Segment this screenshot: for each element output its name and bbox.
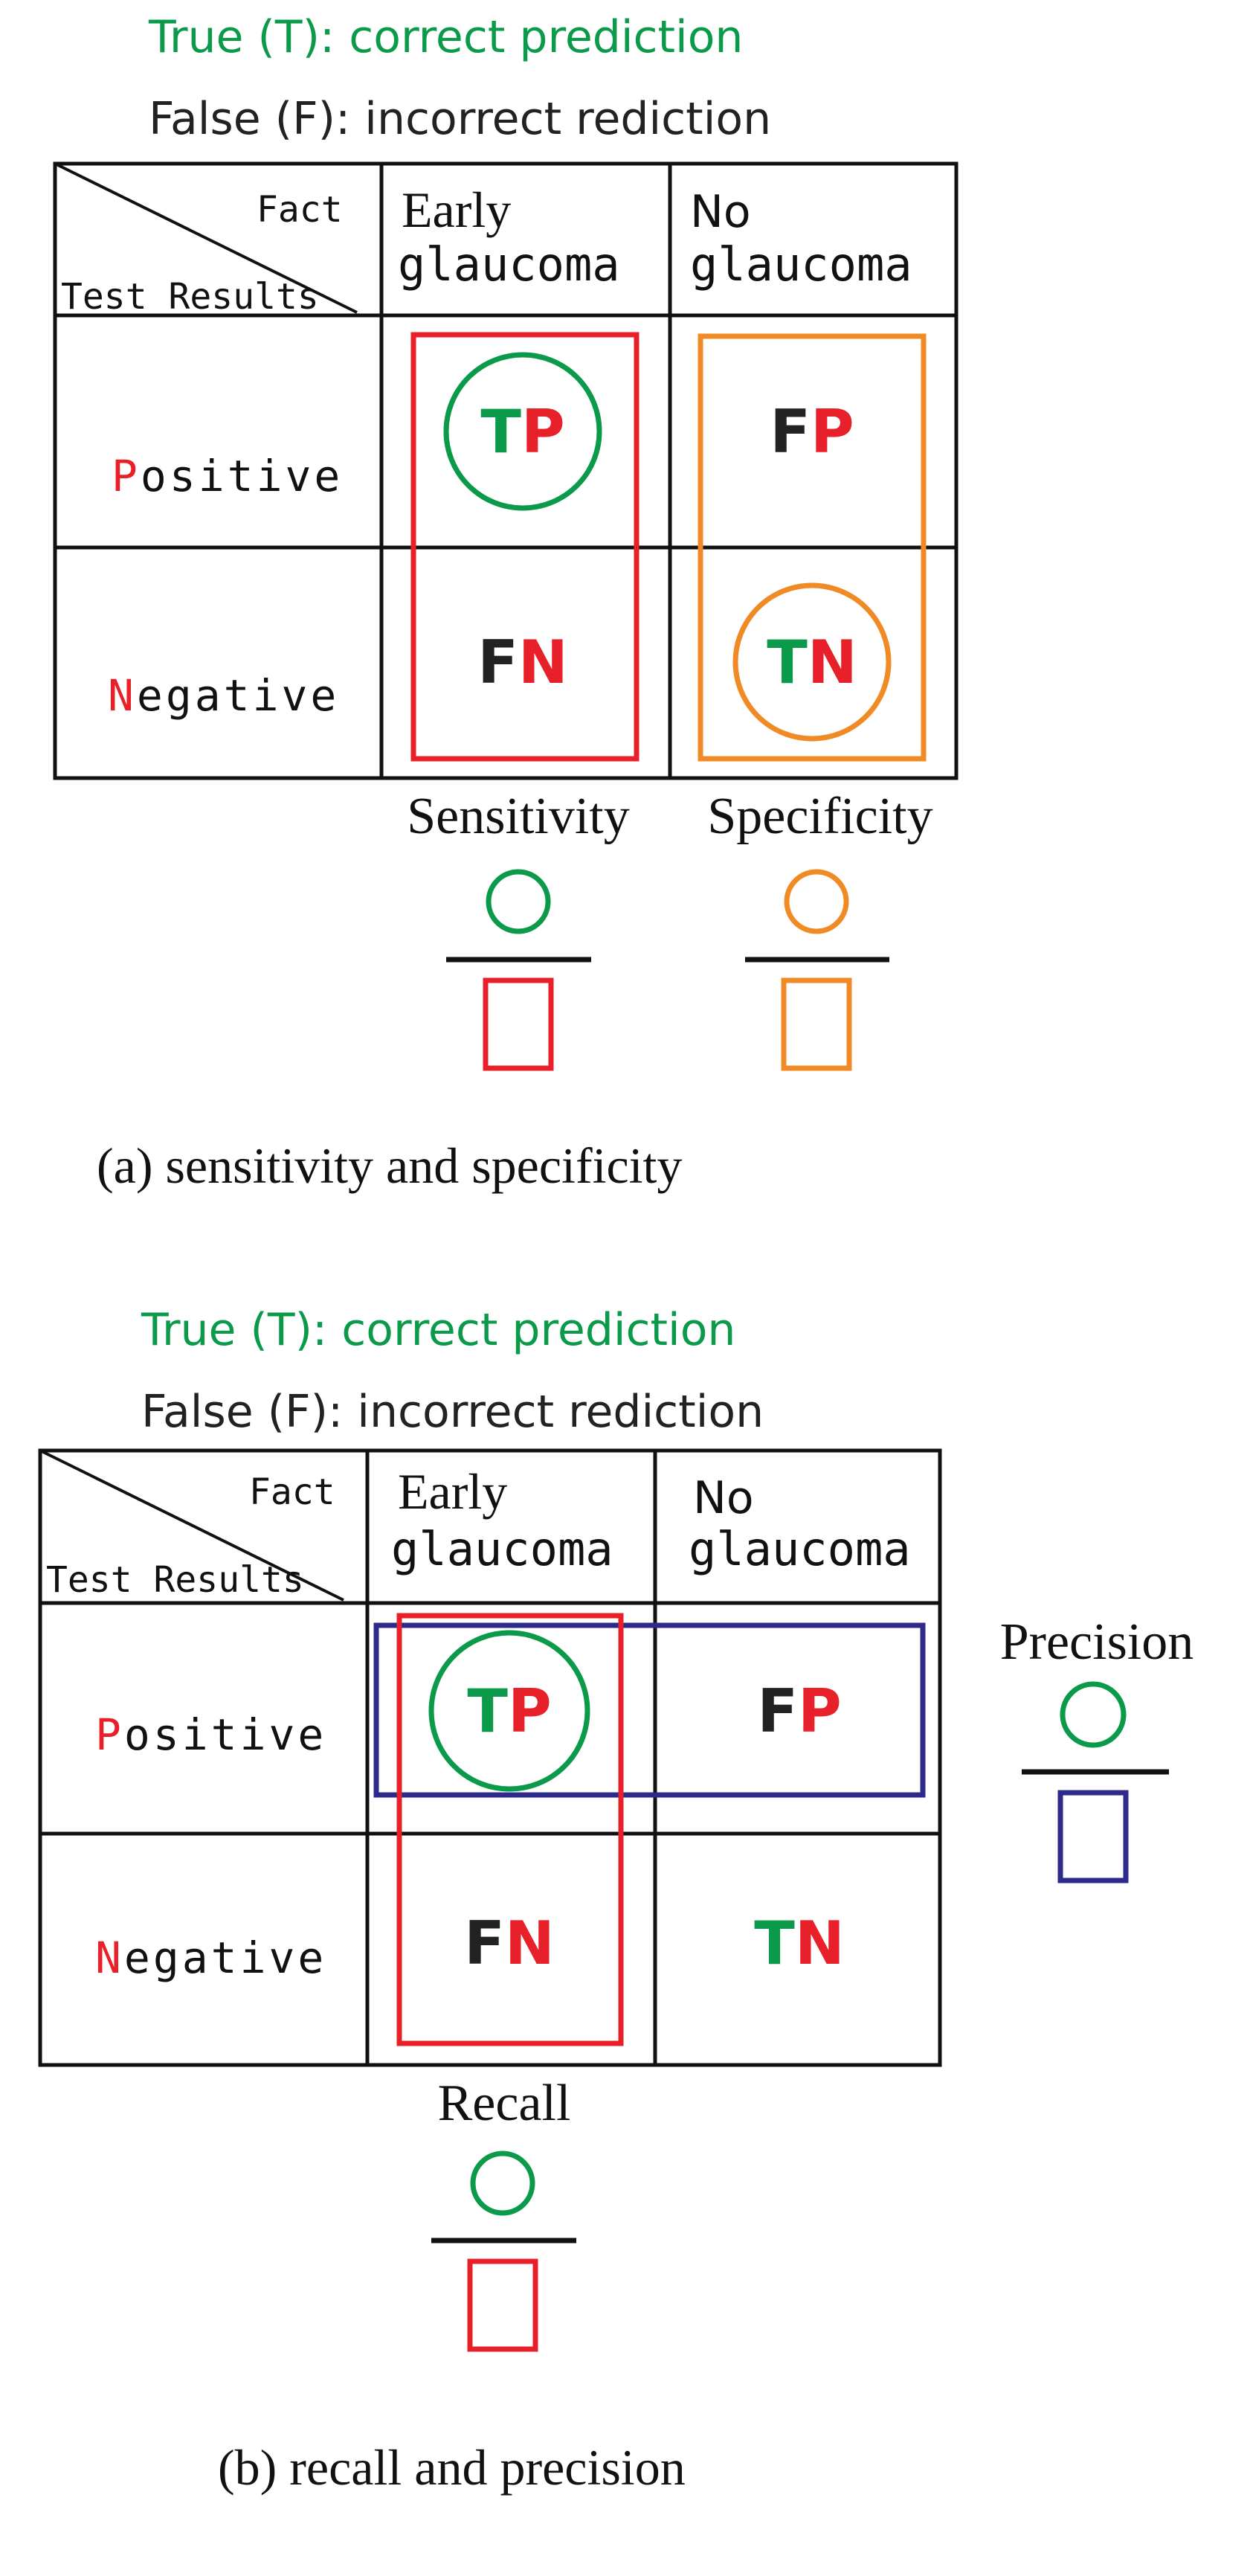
row-label-negative-initial-b: N	[95, 1933, 124, 1983]
col-header-no-a: No	[690, 186, 751, 238]
cell-fp-b: FP	[757, 1677, 841, 1746]
specificity-column-box-a	[698, 333, 927, 762]
tp-circle-b	[428, 1630, 590, 1792]
caption-a: (a) sensitivity and specificity	[97, 1137, 682, 1194]
legend-true-b: True (T): correct prediction	[141, 1304, 735, 1356]
specificity-denominator-box	[781, 977, 852, 1071]
row-label-negative-initial-a: N	[108, 670, 137, 721]
corner-fact-b: Fact	[249, 1471, 335, 1513]
cell-tp-p-b: P	[508, 1677, 552, 1746]
col-header-early-a: Early	[402, 182, 511, 238]
recall-column-box-b	[396, 1613, 624, 2046]
col-header-early-glaucoma-a: glaucoma	[398, 237, 620, 292]
col-header-no-glaucoma-b: glaucoma	[689, 1522, 911, 1576]
specificity-label: Specificity	[707, 788, 932, 845]
cell-fn-a: FN	[477, 628, 568, 697]
col-header-no-glaucoma-a: glaucoma	[690, 237, 912, 292]
sensitivity-denominator-box	[483, 977, 554, 1071]
caption-b: (b) recall and precision	[218, 2439, 686, 2496]
panel-b: True (T): correct prediction False (F): …	[38, 1304, 1194, 2496]
tp-circle-a	[443, 352, 602, 511]
col-header-early-glaucoma-b: glaucoma	[391, 1522, 613, 1576]
legend-true-a: True (T): correct prediction	[148, 11, 743, 63]
recall-denominator-box	[467, 2258, 538, 2352]
legend-false-b: False (F): incorrect rediction	[141, 1386, 764, 1438]
row-label-positive-b: Positive	[95, 1709, 326, 1760]
sensitivity-numerator-circle	[486, 869, 551, 934]
cell-fp-f-b: F	[757, 1677, 798, 1746]
row-label-negative-rest-a: egative	[137, 670, 339, 721]
cell-tn-t-a: T	[767, 628, 808, 697]
row-label-positive-a: Positive	[112, 451, 343, 501]
precision-numerator-circle	[1060, 1681, 1127, 1748]
cell-fp-f-a: F	[770, 397, 811, 466]
panel-a: True (T): correct prediction False (F): …	[53, 11, 959, 1194]
precision-label: Precision	[1000, 1613, 1194, 1671]
cell-tp-a: TP	[480, 397, 564, 466]
cell-fn-f-b: F	[464, 1909, 505, 1978]
cell-tp-t-b: T	[467, 1677, 508, 1746]
precision-row-box-b	[373, 1622, 926, 1798]
sensitivity-label: Sensitivity	[407, 788, 629, 845]
row-label-positive-rest-b: ositive	[124, 1709, 326, 1760]
matrix-grid-b	[38, 1448, 942, 2067]
row-label-positive-initial-a: P	[112, 451, 141, 501]
cell-tn-n-b: N	[795, 1909, 845, 1978]
corner-test-results-b: Test Results	[46, 1559, 304, 1601]
row-label-negative-a: Negative	[108, 670, 339, 721]
row-label-positive-initial-b: P	[95, 1709, 124, 1760]
corner-test-results-a: Test Results	[61, 276, 319, 318]
col-header-no-b: No	[693, 1472, 754, 1524]
cell-tp-t-a: T	[480, 397, 521, 466]
cell-fn-n-a: N	[518, 628, 568, 697]
cell-fp-a: FP	[770, 397, 854, 466]
cell-tp-p-a: P	[521, 397, 565, 466]
cell-tn-n-a: N	[808, 628, 857, 697]
corner-diagonal-b	[39, 1449, 344, 1602]
row-label-positive-rest-a: ositive	[141, 451, 343, 501]
specificity-numerator-circle	[784, 869, 849, 934]
cell-tp-b: TP	[467, 1677, 551, 1746]
row-label-negative-rest-b: egative	[124, 1933, 326, 1983]
precision-denominator-box	[1057, 1790, 1129, 1883]
corner-fact-a: Fact	[257, 189, 343, 231]
sensitivity-column-box-a	[410, 332, 640, 762]
cell-fp-p-a: P	[811, 397, 854, 466]
matrix-grid-a	[53, 161, 959, 780]
col-header-early-b: Early	[398, 1463, 507, 1520]
legend-false-a: False (F): incorrect rediction	[149, 93, 771, 145]
cell-fn-f-a: F	[477, 628, 518, 697]
row-label-negative-b: Negative	[95, 1933, 326, 1983]
cell-tn-a: TN	[767, 628, 857, 697]
corner-diagonal-a	[54, 162, 358, 314]
cell-fp-p-b: P	[798, 1677, 842, 1746]
cell-fn-n-b: N	[505, 1909, 555, 1978]
cell-fn-b: FN	[464, 1909, 555, 1978]
recall-numerator-circle	[470, 2151, 535, 2216]
tn-circle-a	[732, 582, 892, 742]
cell-tn-t-b: T	[754, 1909, 795, 1978]
cell-tn-b: TN	[754, 1909, 845, 1978]
recall-label: Recall	[438, 2075, 571, 2132]
